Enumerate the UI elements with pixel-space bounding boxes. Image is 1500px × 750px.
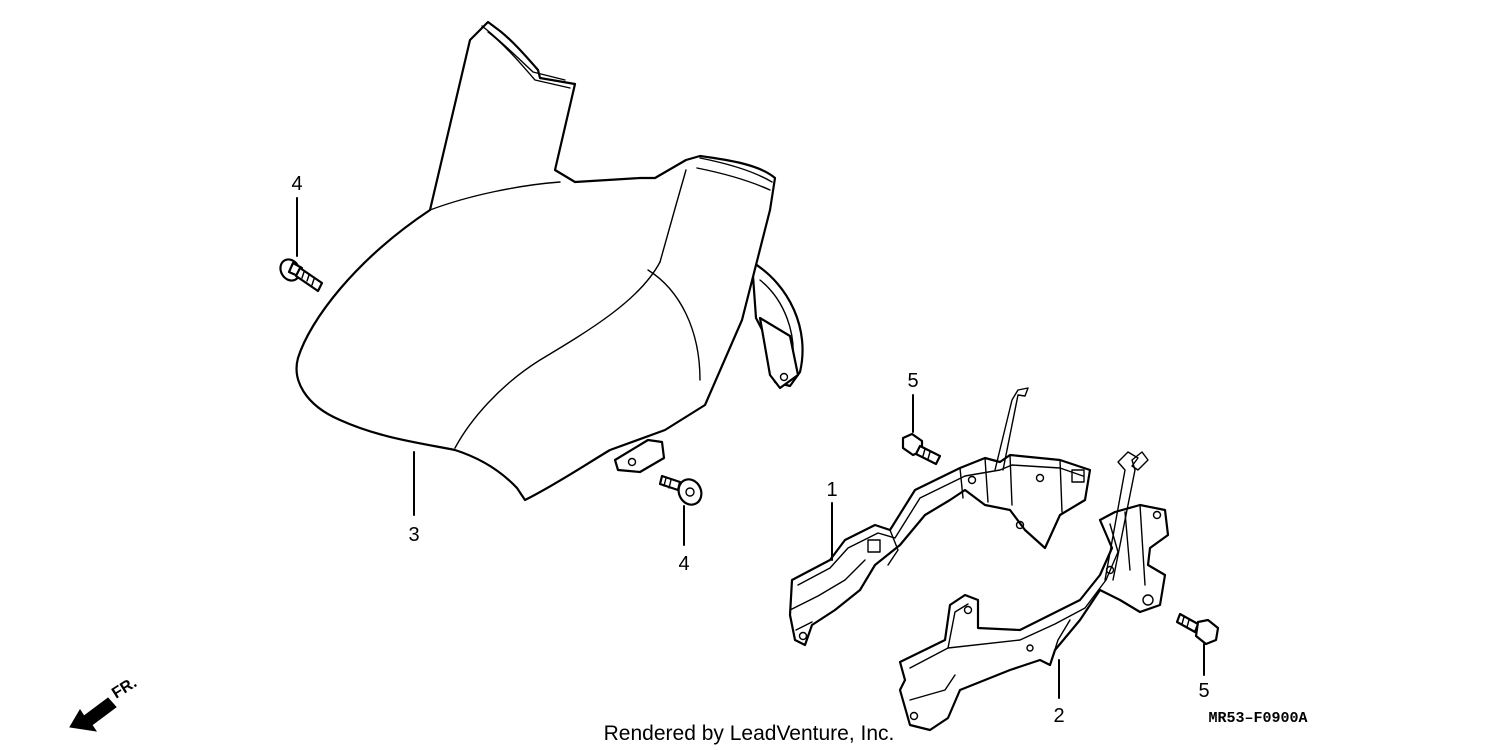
front-fender[interactable] <box>295 20 804 502</box>
callout-label: 5 <box>907 370 918 392</box>
bolt-mid-right[interactable] <box>901 432 942 466</box>
bolt-lower-center[interactable] <box>658 474 705 509</box>
callout-label: 1 <box>826 479 837 501</box>
callout-3: 3 <box>408 451 420 546</box>
credit-text: Rendered by LeadVenture, Inc. <box>604 722 895 745</box>
callout-4-lower: 4 <box>678 505 690 575</box>
callout-4-upper: 4 <box>291 173 303 257</box>
bolt-upper-left[interactable] <box>277 256 324 293</box>
callout-5-upper: 5 <box>907 370 919 433</box>
callout-label: 3 <box>408 524 419 546</box>
diagram-code: MR53–F0900A <box>1208 710 1307 727</box>
callout-label: 4 <box>678 553 689 575</box>
callout-label: 5 <box>1198 680 1209 702</box>
callout-5-lower: 5 <box>1198 643 1210 702</box>
front-direction-arrow-icon: FR. <box>69 674 140 732</box>
callout-label: 4 <box>291 173 302 195</box>
callout-2: 2 <box>1053 659 1065 727</box>
bolt-lower-right[interactable] <box>1175 612 1220 646</box>
direction-label: FR. <box>109 674 140 702</box>
bracket-left[interactable] <box>788 387 1092 647</box>
bracket-right[interactable] <box>898 451 1170 732</box>
callout-1: 1 <box>826 479 838 561</box>
callout-label: 2 <box>1053 705 1064 727</box>
